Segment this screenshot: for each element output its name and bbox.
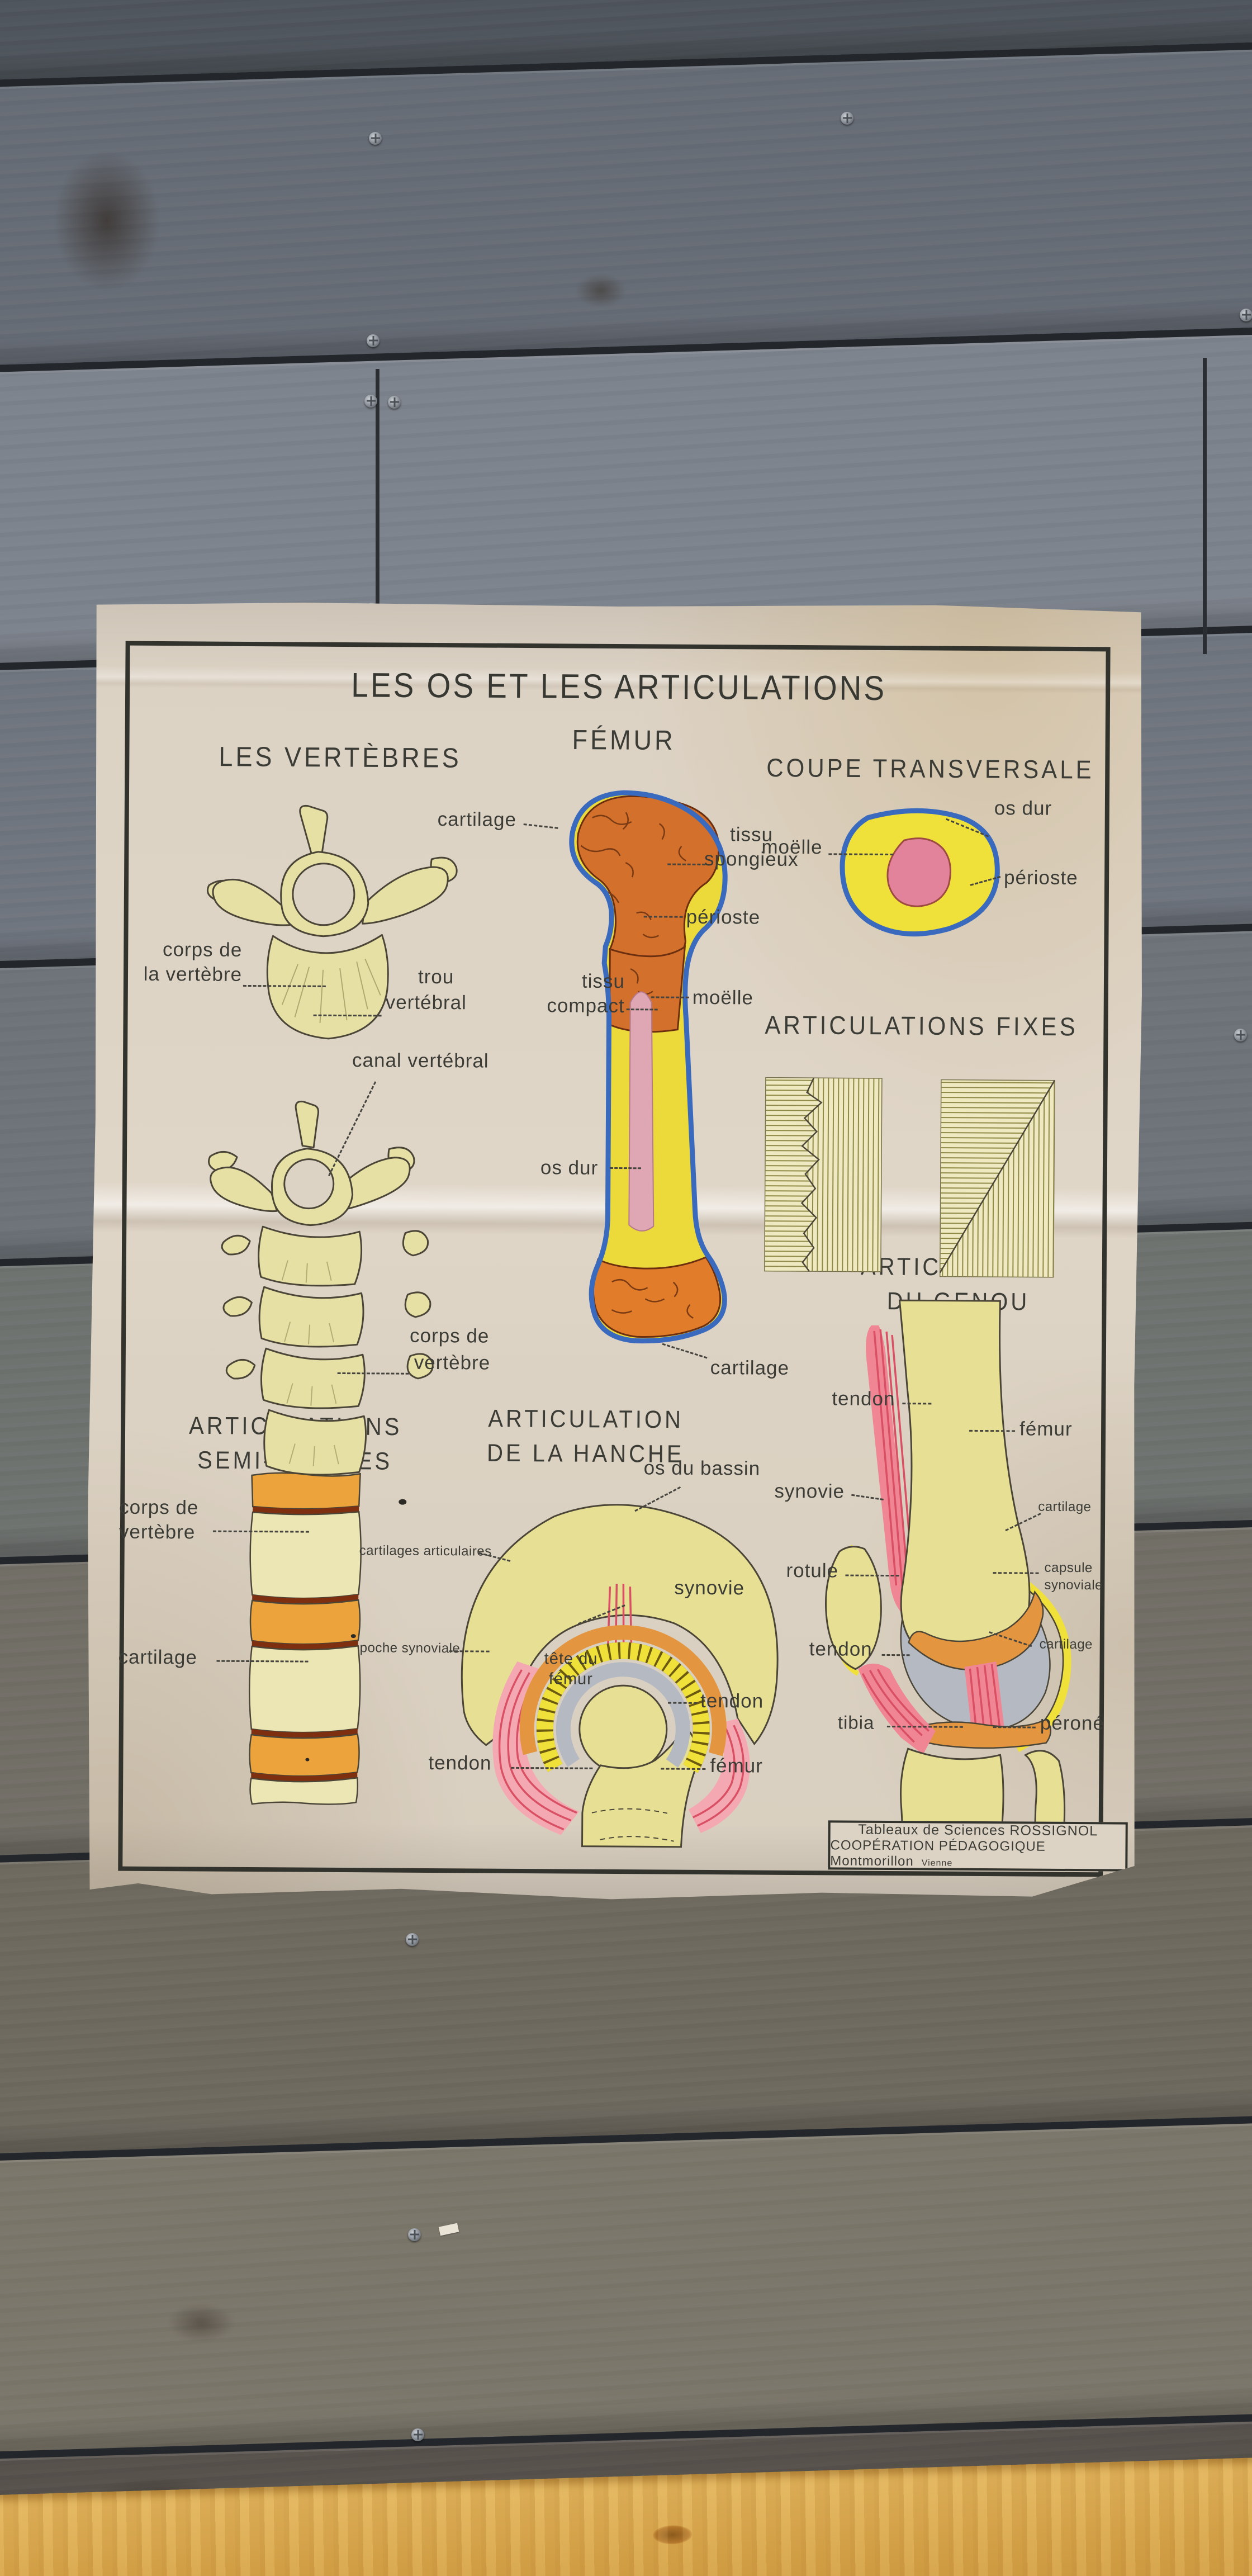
leader-line — [449, 1650, 490, 1652]
label-cartilages-articulaires: cartilages articulaires — [359, 1543, 492, 1559]
cross-section-illustration — [828, 801, 1013, 944]
deck-screw — [411, 2428, 424, 2441]
deck-screw — [1240, 309, 1252, 321]
leader-line — [667, 864, 705, 865]
heading-hanche-line1: ARTICULATION — [488, 1405, 684, 1434]
label-line: corps de — [162, 939, 243, 961]
label-cartilage-genou-top: cartilage — [1038, 1499, 1092, 1515]
credit-line1: Tableaux de Sciences ROSSIGNOL — [858, 1821, 1098, 1839]
label-line: synoviale — [1044, 1577, 1103, 1593]
label-perone: péroné — [1040, 1712, 1104, 1735]
plank-joint — [1203, 358, 1207, 654]
credit-region: Vienne — [921, 1858, 953, 1868]
label-canal-vertebral: canal vertébral — [352, 1049, 489, 1072]
label-trou-vertebral-2: vertébral — [385, 991, 467, 1014]
label-tibia: tibia — [837, 1712, 875, 1733]
deck-plank — [0, 2113, 1252, 2452]
label-line: fémur — [548, 1670, 593, 1689]
label-tete-du-femur: tête du fémur — [532, 1649, 610, 1689]
publisher-credit-box: Tableaux de Sciences ROSSIGNOL COOPÉRATI… — [828, 1820, 1128, 1871]
label-line: tête du — [544, 1650, 598, 1668]
vertebra-top-view-illustration — [197, 793, 461, 1046]
leader-line — [651, 996, 689, 998]
label-synovie-genou: synovie — [774, 1480, 845, 1503]
paper-speck — [351, 1634, 356, 1638]
deck-screw — [841, 112, 853, 125]
label-tissu-compact: tissu compact — [533, 969, 625, 1019]
label-line: la vertèbre — [143, 963, 243, 986]
label-tendon-hanche-bottom: tendon — [428, 1751, 492, 1774]
label-cartilage-femur-bottom: cartilage — [710, 1357, 790, 1379]
label-line: corps de — [119, 1496, 199, 1519]
deck-screw — [369, 132, 382, 145]
poster-title: LES OS ET LES ARTICULATIONS — [351, 665, 887, 708]
heading-vertebres: LES VERTÈBRES — [219, 741, 462, 774]
label-capsule-synoviale: capsule synoviale — [1044, 1559, 1103, 1594]
leader-line — [845, 1575, 899, 1577]
vertebral-column-illustration — [191, 1092, 473, 1485]
plank-joint — [376, 369, 380, 660]
label-cartilage-genou-mid: cartilage — [1039, 1636, 1093, 1652]
label-perioste-coupe: périoste — [1003, 866, 1078, 889]
semi-mobile-joint-illustration — [245, 1470, 365, 1806]
label-os-dur-femur: os dur — [540, 1157, 599, 1179]
label-moelle-femur: moëlle — [692, 986, 754, 1009]
label-femur-genou: fémur — [1019, 1418, 1073, 1440]
label-tendon-genou-top: tendon — [832, 1388, 895, 1410]
deck-screw — [406, 1933, 419, 1946]
poster: LES OS ET LES ARTICULATIONS LES VERTÈBRE… — [86, 599, 1145, 1905]
leader-line — [902, 1403, 931, 1404]
label-tendon-genou-bottom: tendon — [809, 1638, 872, 1660]
leader-line — [993, 1572, 1038, 1574]
label-corps-vertebre: corps de la vertèbre — [125, 937, 243, 987]
label-os-dur-coupe: os dur — [994, 797, 1052, 820]
wood-stain — [576, 274, 626, 307]
leader-line — [668, 1702, 697, 1704]
label-femur-hanche: fémur — [710, 1755, 763, 1777]
heading-femur: FÉMUR — [572, 723, 676, 756]
leader-line — [627, 1008, 658, 1010]
paper-speck — [305, 1758, 309, 1761]
label-line: compact — [547, 994, 625, 1017]
label-poche-synoviale: poche synoviale — [359, 1640, 461, 1656]
label-corps-vertebre-column: corps de — [409, 1324, 490, 1347]
label-moelle-coupe: moëlle — [761, 836, 823, 859]
heading-coupe: COUPE TRANSVERSALE — [766, 753, 1094, 784]
leader-line — [610, 1167, 641, 1169]
label-corps-vertebre-column-2: vertèbre — [414, 1351, 491, 1374]
label-perioste-femur: périoste — [686, 906, 761, 929]
wood-knot — [652, 2525, 693, 2545]
knee-joint-illustration — [804, 1300, 1121, 1849]
leader-line — [644, 916, 683, 917]
leader-line — [661, 1768, 705, 1770]
deck-screw — [367, 334, 380, 347]
wood-stain — [54, 151, 160, 291]
femur-section-illustration — [544, 778, 743, 1361]
deck-plank — [0, 41, 1252, 368]
deck-screw — [388, 396, 401, 409]
label-trou-vertebral: trou — [418, 965, 454, 988]
fixed-joints-illustration — [760, 1073, 1066, 1282]
deck-screw — [1234, 1029, 1247, 1041]
label-cartilage-femur-top: cartilage — [437, 808, 517, 831]
label-os-du-bassin: os du bassin — [643, 1457, 761, 1480]
label-corps-vertebre-semi: corps de vertèbre — [119, 1495, 199, 1545]
label-synovie-hanche: synovie — [674, 1576, 745, 1599]
wood-stain — [168, 2303, 235, 2342]
leader-line — [969, 1430, 1015, 1432]
leader-line — [993, 1726, 1036, 1728]
hip-joint-illustration — [433, 1476, 804, 1848]
paper-speck — [399, 1499, 406, 1505]
label-line: tissu — [581, 970, 625, 993]
deck-screw — [408, 2228, 421, 2241]
heading-fixes: ARTICULATIONS FIXES — [765, 1010, 1078, 1041]
label-line: vertèbre — [118, 1521, 196, 1543]
deck-screw — [364, 395, 377, 408]
label-rotule: rotule — [786, 1559, 839, 1582]
label-line: capsule — [1044, 1560, 1093, 1576]
label-tendon-hanche-right: tendon — [700, 1689, 764, 1712]
leader-line — [882, 1654, 910, 1656]
label-cartilage-semi: cartilage — [118, 1646, 197, 1669]
